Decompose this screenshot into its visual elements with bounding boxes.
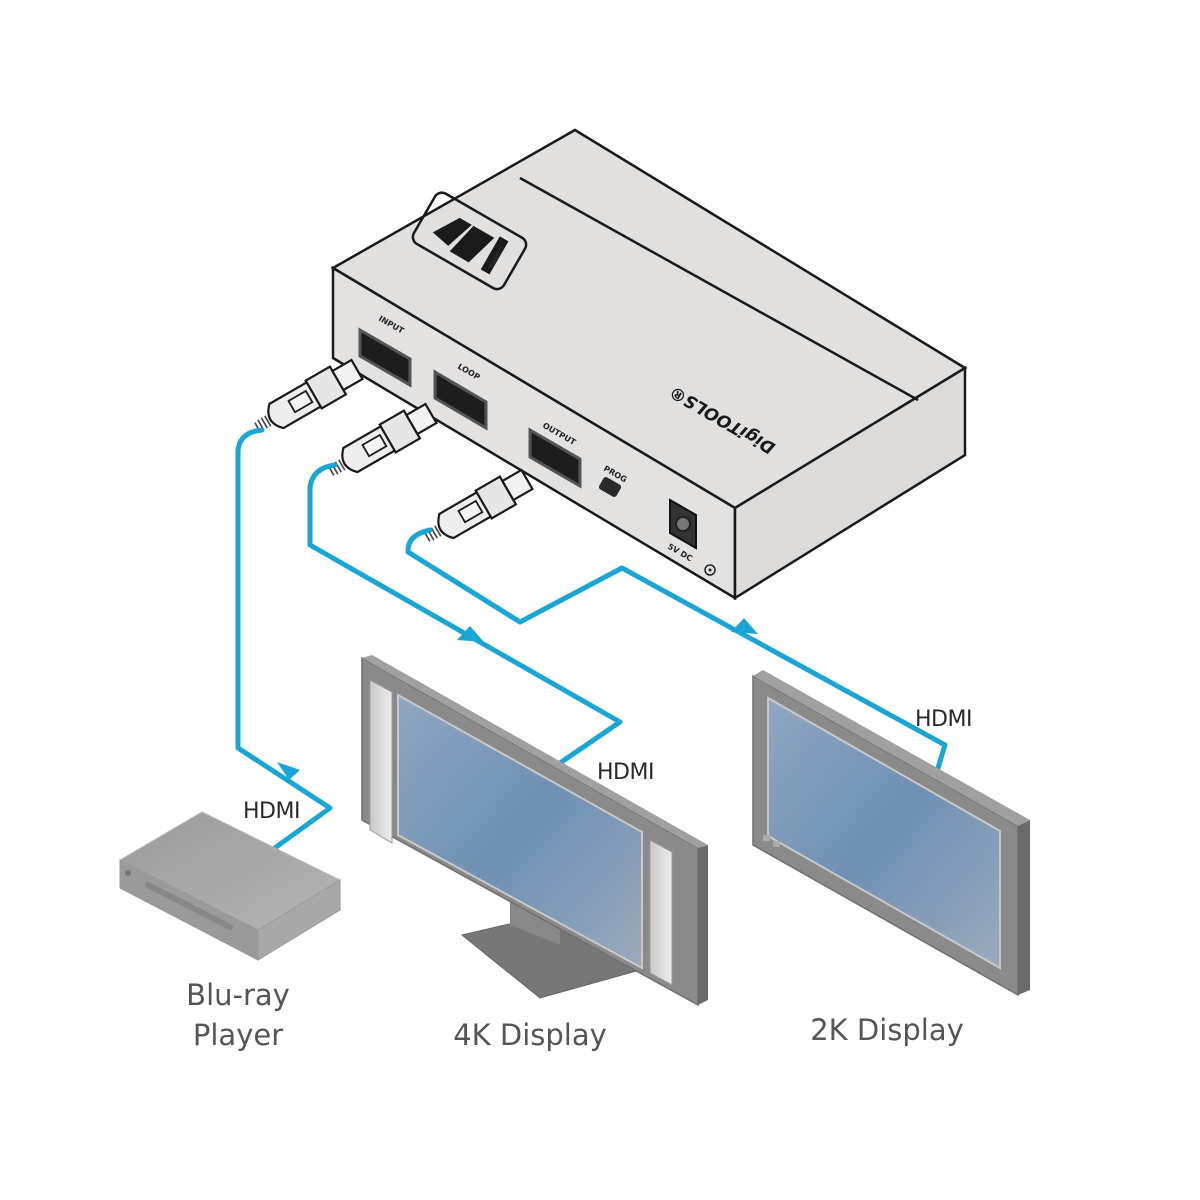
device-top-groove — [519, 176, 919, 402]
device-side-face — [733, 365, 967, 601]
arrow-to-input — [277, 762, 300, 780]
bluray-label-line1: Blu-ray — [186, 978, 290, 1012]
display-2k-label: 2K Display — [810, 1013, 964, 1047]
arrow-to-4k — [457, 626, 484, 642]
arrow-to-2k — [731, 618, 758, 634]
display-4k — [361, 655, 708, 1007]
polarity-icon — [704, 564, 716, 576]
cable-loop-to-4k — [307, 462, 623, 766]
main-device: KRAMER DigiTOOLS® INPUT LOOP OUTPUT PROG… — [330, 128, 968, 601]
cable-output-to-2k — [405, 527, 948, 771]
hdmi-plug-loop — [328, 402, 438, 476]
cable-bluray-to-input — [235, 427, 333, 853]
cable-label-2k: HDMI — [915, 707, 972, 732]
cable-label-bluray: HDMI — [243, 799, 300, 824]
bluray-player — [118, 811, 342, 961]
cables — [235, 427, 948, 853]
bluray-label-line2: Player — [193, 1018, 283, 1052]
display-4k-label: 4K Display — [453, 1018, 607, 1052]
hdmi-plug-input — [254, 358, 364, 432]
hdmi-plug-output — [424, 468, 534, 542]
display-2k — [752, 670, 1030, 997]
hdmi-plugs — [254, 358, 534, 542]
cable-label-4k: HDMI — [597, 760, 654, 785]
